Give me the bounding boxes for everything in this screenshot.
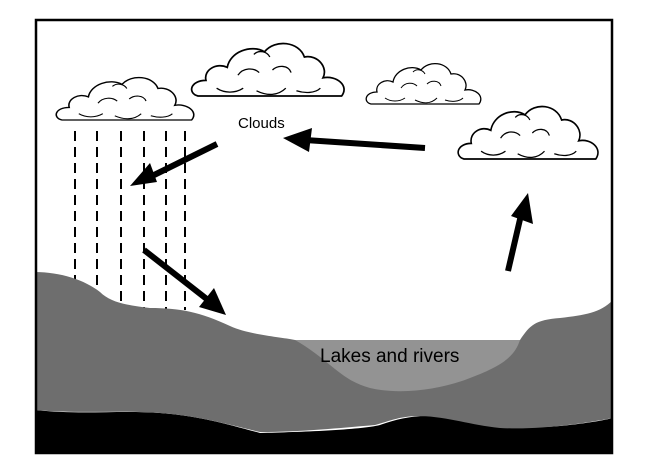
arrow-precip: [146, 141, 219, 181]
arrow-wind: [304, 137, 426, 151]
arrow-evaporation: [505, 214, 524, 272]
arrow-runoff-head: [199, 288, 226, 315]
arrow-runoff: [142, 247, 210, 303]
label-clouds: Clouds: [238, 115, 285, 132]
label-lakes-and-rivers: Lakes and rivers: [320, 346, 459, 367]
lake: [295, 340, 520, 392]
frame: [34, 18, 614, 455]
arrow-evaporation-head: [511, 193, 533, 224]
arrows: [130, 128, 533, 315]
bedrock: [35, 410, 613, 454]
arrow-wind-head: [283, 128, 312, 152]
arrow-precip-head: [130, 163, 157, 186]
